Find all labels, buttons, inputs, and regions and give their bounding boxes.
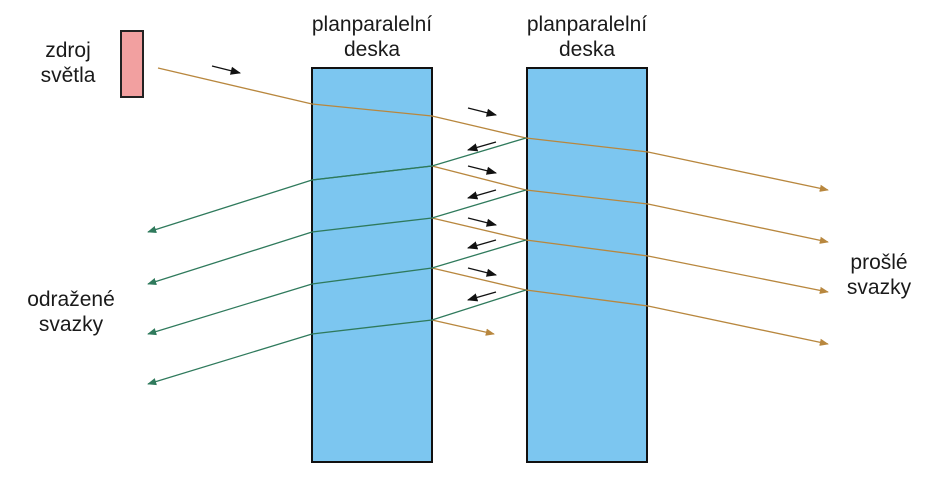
source-label: zdroj světla	[28, 38, 108, 88]
transmitted-label-line-2: svazky	[846, 276, 912, 299]
direction-arrow	[467, 217, 498, 227]
direction-arrow	[467, 239, 497, 250]
direction-arrow	[467, 107, 498, 117]
plate-left-label-line-2: deska	[343, 38, 401, 61]
direction-arrow	[467, 189, 497, 200]
source-label-line-1: zdroj	[45, 39, 91, 62]
reflected-label-line-2: svazky	[38, 313, 104, 336]
direction-arrow	[467, 267, 498, 277]
plate-right-label-line-1: planparalelní	[526, 13, 648, 36]
source-label-line-2: světla	[40, 64, 96, 87]
plate-right-label: planparalelní deska	[492, 12, 682, 62]
plate-left-label-line-1: planparalelní	[311, 13, 433, 36]
reflected-beam-4	[147, 289, 527, 386]
reflected-beam-3	[147, 239, 527, 336]
light-source	[120, 30, 144, 98]
reflected-beam-2	[147, 189, 527, 285]
transmitted-label-line-1: prošlé	[850, 251, 908, 274]
reflected-beams	[147, 137, 527, 386]
reflected-bounce-1	[311, 137, 527, 181]
direction-arrow	[467, 291, 497, 302]
direction-arrow	[467, 141, 497, 152]
plane-parallel-plate-right	[526, 67, 648, 463]
internal-forward-2	[431, 165, 829, 244]
internal-forward-3	[431, 217, 829, 294]
direction-arrow	[467, 165, 498, 175]
transmitted-label: prošlé svazky	[834, 250, 924, 300]
reflected-label-line-1: odražené	[27, 288, 115, 311]
plane-parallel-plate-left	[311, 67, 433, 463]
direction-arrows	[211, 65, 498, 302]
plate-left-label: planparalelní deska	[277, 12, 467, 62]
internal-forward-4	[431, 267, 829, 346]
direction-arrow	[211, 65, 242, 75]
transmitted-beam-1	[525, 137, 829, 192]
plate-right-label-line-2: deska	[558, 38, 616, 61]
incident-beam	[157, 67, 527, 139]
reflected-beam-1	[147, 165, 433, 233]
forward-beams	[157, 67, 829, 346]
leftover-beam	[431, 319, 495, 336]
reflected-label: odražené svazky	[16, 287, 126, 337]
